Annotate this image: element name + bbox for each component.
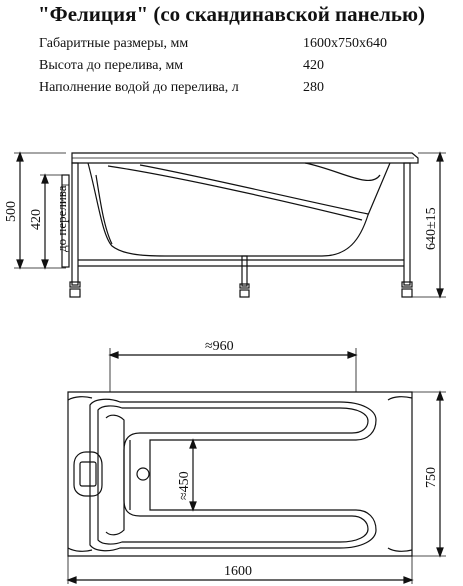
overflow-fitting: [61, 174, 70, 268]
dim-inner-length-line: [108, 348, 358, 392]
spec-value-water-volume: 280: [303, 80, 324, 95]
spec-label-dimensions: Габаритные размеры, мм: [39, 36, 189, 51]
tub-body-profile: [87, 162, 391, 257]
overflow-caption: до перелива: [54, 185, 69, 252]
dim-width-line: [412, 390, 446, 558]
tub-inner-bowl: [89, 398, 377, 552]
dim-adjustable-height-label: 640±15: [424, 207, 439, 250]
tub-rim: [71, 152, 419, 164]
spec-label-overflow-height: Высота до перелива, мм: [39, 58, 184, 73]
headrest: [73, 451, 103, 497]
drain-hole: [136, 467, 150, 481]
spec-value-overflow-height: 420: [303, 58, 324, 73]
dim-length-line: [66, 556, 414, 584]
product-title: "Фелиция" (со скандинавской панелью): [38, 2, 425, 26]
spec-value-dimensions: 1600x750x640: [303, 36, 387, 51]
support-frame: [69, 162, 413, 298]
dim-width-label: 750: [424, 467, 439, 488]
dim-total-height-label: 500: [4, 201, 19, 222]
spec-label-water-volume: Наполнение водой до перелива, л: [39, 80, 239, 95]
dim-inner-width-label: ≈450: [177, 471, 192, 500]
dim-overflow-height-label: 420: [29, 209, 44, 230]
dim-inner-width-line: [189, 438, 197, 512]
dim-length-label: 1600: [224, 564, 252, 579]
dim-inner-length-label: ≈960: [205, 339, 234, 354]
dim-total-height-line: [14, 151, 66, 270]
dim-adjustable-height-line: [412, 151, 446, 299]
